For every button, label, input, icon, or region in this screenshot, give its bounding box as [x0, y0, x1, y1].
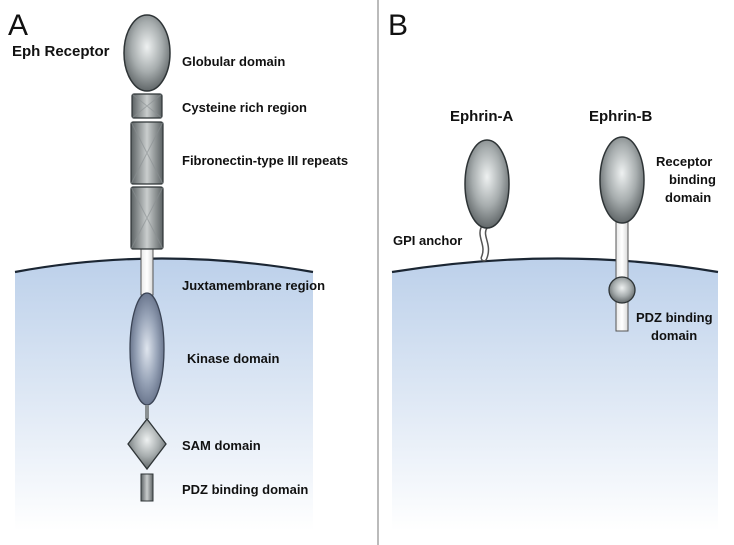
kinase-domain-shape [129, 292, 165, 406]
membrane-b [391, 257, 719, 274]
panel-a: A Eph Receptor Globular domain Cysteine … [8, 9, 348, 531]
label-fibronectin: Fibronectin-type III repeats [182, 153, 348, 168]
juxtamembrane-stem [140, 248, 154, 296]
globular-domain-shape [123, 14, 171, 92]
label-pdz-binding-b-2: domain [651, 328, 697, 343]
label-sam-domain: SAM domain [182, 438, 261, 453]
panel-b-letter: B [388, 9, 408, 42]
ephrin-b-domain-shape [599, 136, 645, 224]
ephrin-a-domain-shape [464, 139, 510, 229]
cysteine-rich-shape [131, 93, 163, 119]
label-pdz-binding-b-1: PDZ binding [636, 310, 713, 325]
label-cysteine-rich: Cysteine rich region [182, 100, 307, 115]
label-kinase-domain: Kinase domain [187, 351, 280, 366]
fibronectin-repeat-2 [130, 186, 164, 250]
label-receptor-binding-1: Receptor [656, 154, 712, 169]
fibronectin-repeat-1 [130, 121, 164, 185]
label-globular-domain: Globular domain [182, 54, 285, 69]
pdz-tail-shape [140, 473, 154, 502]
label-receptor-binding-3: domain [665, 190, 711, 205]
ephrin-b-pdz-shape [608, 276, 636, 304]
cytoplasm-b [392, 258, 718, 531]
label-pdz-binding-a: PDZ binding domain [182, 482, 308, 497]
panel-a-letter: A [8, 9, 28, 42]
kinase-sam-linker [145, 405, 149, 419]
sam-domain-shape [127, 417, 167, 471]
ephrin-a-title: Ephrin-A [450, 108, 513, 125]
label-gpi-anchor: GPI anchor [393, 233, 462, 248]
label-receptor-binding-2: binding [669, 172, 716, 187]
cytoplasm-a [15, 258, 313, 531]
ephrin-b-title: Ephrin-B [589, 108, 652, 125]
eph-receptor-title: Eph Receptor [12, 43, 110, 60]
membrane-a [14, 257, 314, 274]
label-juxtamembrane: Juxtamembrane region [182, 278, 325, 293]
panel-b: B Ephrin-A Ephrin-B GPI anchor Receptor … [388, 9, 719, 531]
